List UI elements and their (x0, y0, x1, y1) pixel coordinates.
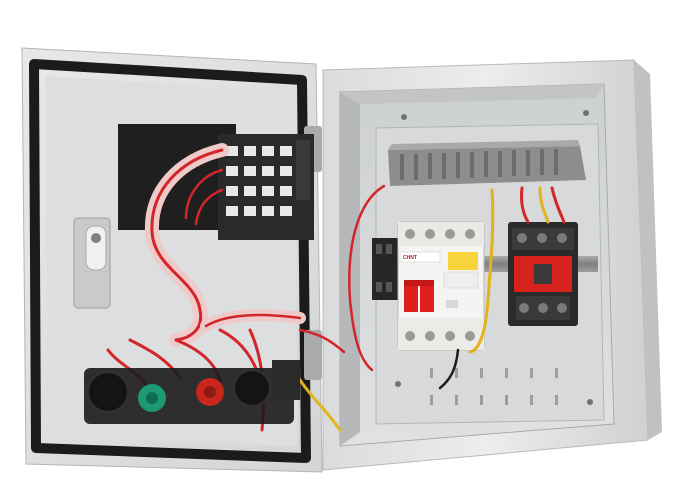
circuit-breaker: CHNT (397, 221, 485, 351)
breaker-toggle-right[interactable] (420, 286, 434, 312)
terminal-strip-top (388, 140, 586, 186)
terminal-block-left (372, 238, 398, 300)
breaker-toggle-left[interactable] (404, 286, 418, 312)
enclosure-wiring (348, 184, 566, 390)
contactor (508, 222, 578, 326)
push-buttons (84, 360, 300, 424)
button-left-black[interactable] (87, 371, 129, 413)
button-right-black[interactable] (233, 369, 271, 407)
breaker-brand-label: CHNT (403, 255, 417, 261)
door-latch[interactable] (73, 217, 111, 309)
